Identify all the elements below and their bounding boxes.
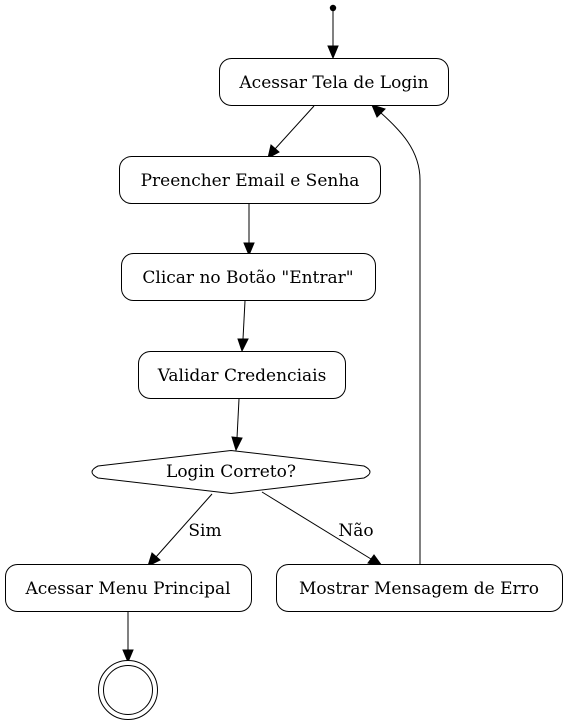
final-node: [98, 660, 158, 720]
node-label: Acessar Menu Principal: [24, 579, 230, 599]
edge-login-to-preencher: [267, 105, 315, 159]
edge-erro-to-login: [371, 104, 421, 564]
node-label: Mostrar Mensagem de Erro: [299, 579, 539, 599]
edge-label-nao: Não: [338, 521, 373, 541]
node-acessar-tela-login: Acessar Tela de Login: [219, 58, 449, 106]
node-label: Login Correto?: [166, 462, 296, 482]
edge-decisao-to-menu: [147, 493, 213, 567]
node-label: Clicar no Botão "Entrar": [142, 268, 353, 288]
node-validar-credenciais: Validar Credenciais: [138, 351, 346, 399]
node-label: Acessar Tela de Login: [238, 73, 428, 93]
edge-validar-to-decisao: [231, 398, 243, 452]
initial-node: [329, 4, 337, 12]
node-clicar-botao-entrar: Clicar no Botão "Entrar": [121, 253, 376, 301]
decision-login-correto: Login Correto?: [91, 449, 371, 495]
node-label: Validar Credenciais: [157, 366, 327, 386]
edge-preencher-to-clicar: [243, 204, 255, 257]
node-label: Preencher Email e Senha: [141, 171, 360, 191]
node-acessar-menu-principal: Acessar Menu Principal: [5, 564, 252, 612]
node-mostrar-mensagem-erro: Mostrar Mensagem de Erro: [276, 564, 563, 612]
edge-clicar-to-validar: [237, 300, 249, 353]
edge-label-sim: Sim: [188, 521, 221, 541]
node-preencher-email-senha: Preencher Email e Senha: [119, 156, 381, 204]
edge-start-to-login: [327, 11, 339, 60]
edge-menu-to-final: [122, 612, 134, 664]
